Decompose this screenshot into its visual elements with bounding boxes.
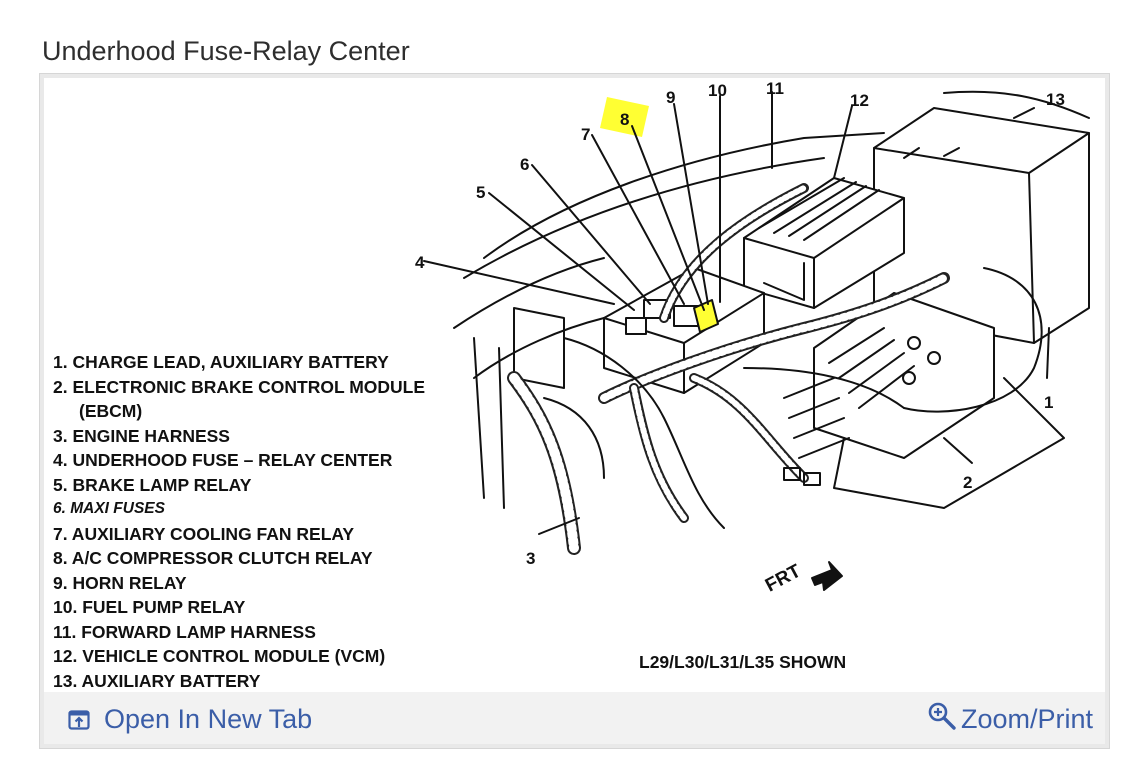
callout-12: 12	[850, 91, 869, 110]
callout-7: 7	[581, 125, 590, 144]
legend-item: 6. MAXI FUSES	[53, 500, 165, 517]
legend-item: 10. FUEL PUMP RELAY	[53, 597, 246, 617]
legend-item: 11. FORWARD LAMP HARNESS	[53, 621, 316, 642]
zoom-print-label: Zoom/Print	[960, 704, 1093, 734]
callout-2: 2	[963, 473, 972, 492]
callout-3: 3	[526, 549, 535, 568]
callout-9: 9	[666, 88, 675, 107]
diagram-footer: Open In New Tab Zoom/Print	[44, 692, 1105, 744]
zoom-in-icon	[928, 702, 956, 730]
callout-8: 8	[620, 110, 629, 129]
legend-item: 3. ENGINE HARNESS	[53, 425, 230, 446]
callout-6: 6	[520, 155, 529, 174]
legend-item-continuation: (EBCM)	[79, 401, 143, 421]
legend-item: 2. ELECTRONIC BRAKE CONTROL MODULE	[53, 376, 426, 397]
callout-11: 11	[766, 79, 784, 98]
open-in-new-tab-label: Open In New Tab	[104, 704, 313, 734]
fuse-relay-diagram[interactable]: 1 2 3 4 5 6 7 8 9 10 11 12 13 1. CHARGE …	[44, 78, 1105, 692]
legend-item-continued: (EBCM)	[53, 399, 425, 424]
diagram-frame: 1 2 3 4 5 6 7 8 9 10 11 12 13 1. CHARGE …	[39, 73, 1110, 749]
engine-bay-illustration: 1 2 3 4 5 6 7 8 9 10 11 12 13	[415, 79, 1090, 591]
models-shown-note: L29/L30/L31/L35 SHOWN	[639, 652, 847, 672]
legend-item: 13. AUXILIARY BATTERY	[53, 670, 261, 691]
callout-5: 5	[476, 183, 485, 202]
legend-item: 7. AUXILIARY COOLING FAN RELAY	[53, 523, 355, 544]
page-title: Underhood Fuse-Relay Center	[42, 36, 410, 66]
callout-1: 1	[1044, 393, 1053, 412]
callout-4: 4	[415, 253, 425, 272]
legend-item: 9. HORN RELAY	[53, 572, 187, 593]
legend-item: 4. UNDERHOOD FUSE – RELAY CENTER	[53, 450, 393, 470]
legend-item: 5. BRAKE LAMP RELAY	[53, 474, 252, 495]
callout-13: 13	[1046, 90, 1065, 109]
zoom-print-link[interactable]: Zoom/Print	[927, 702, 1093, 735]
open-in-new-tab-icon	[68, 709, 90, 730]
legend-item: 1. CHARGE LEAD, AUXILIARY BATTERY	[53, 352, 389, 372]
component-legend: 1. CHARGE LEAD, AUXILIARY BATTERY 2. ELE…	[53, 350, 425, 692]
legend-item: 8. A/C COMPRESSOR CLUTCH RELAY	[53, 548, 373, 568]
callout-10: 10	[708, 81, 727, 100]
open-in-new-tab-link[interactable]: Open In New Tab	[68, 704, 312, 735]
legend-item: 12. VEHICLE CONTROL MODULE (VCM)	[53, 646, 386, 666]
